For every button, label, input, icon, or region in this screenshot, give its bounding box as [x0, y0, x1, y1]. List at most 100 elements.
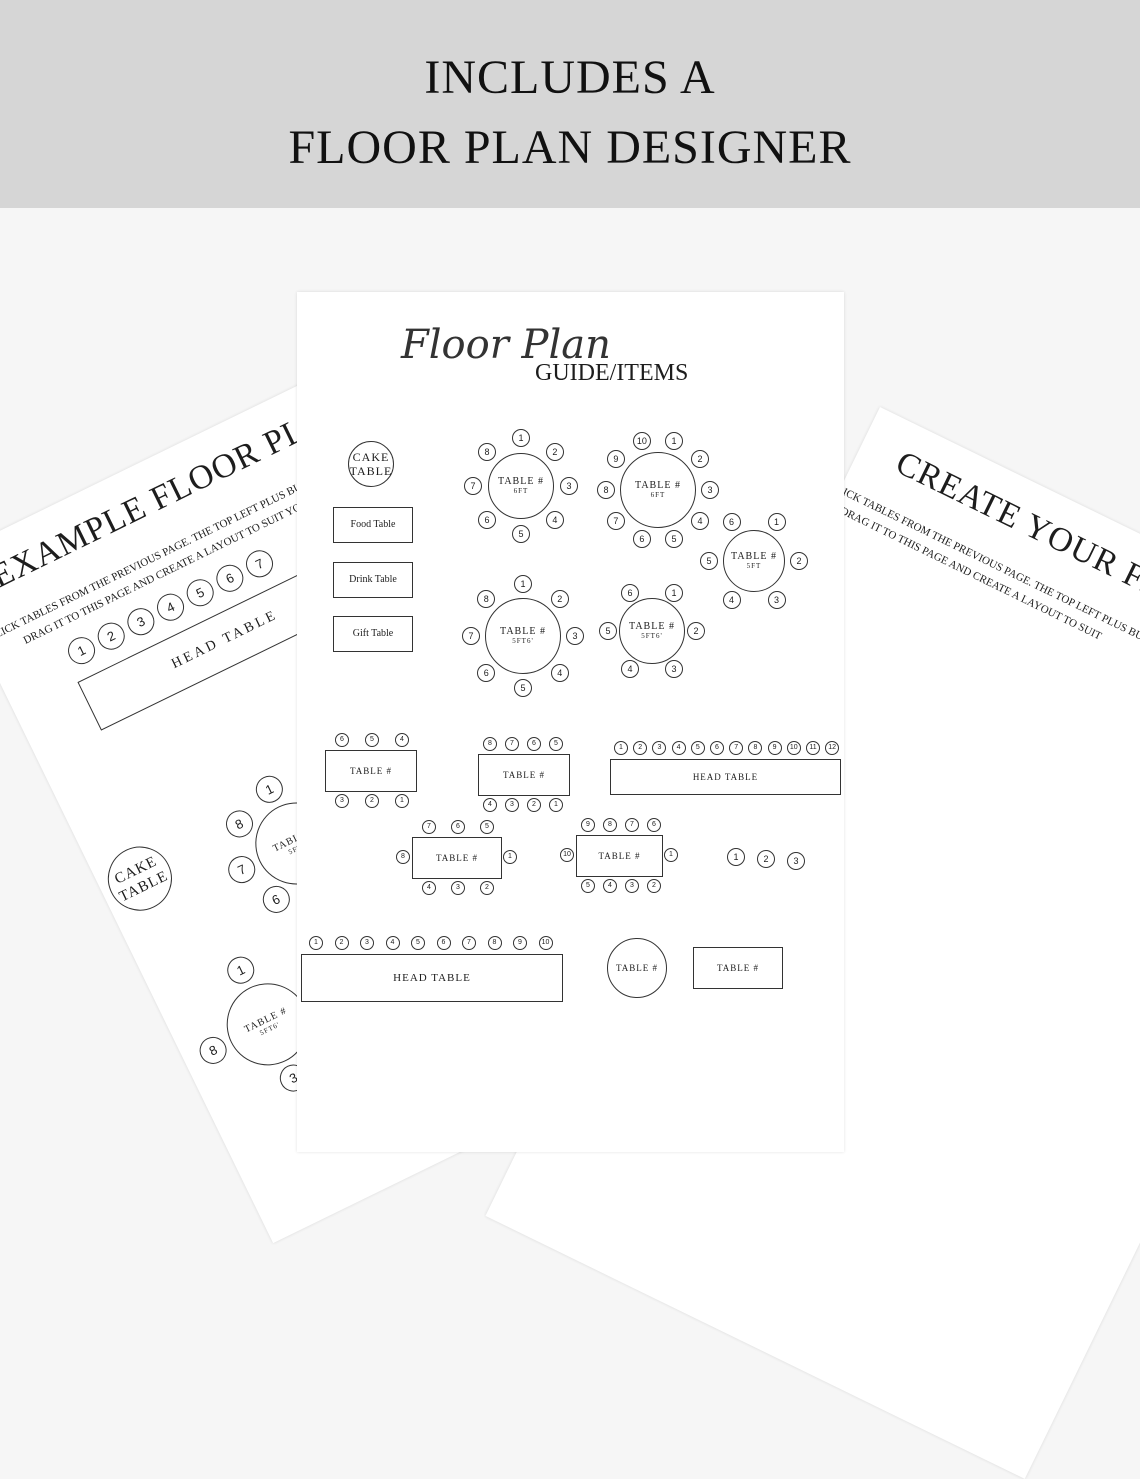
seat[interactable]: 1: [664, 848, 678, 862]
seat[interactable]: 3: [360, 936, 374, 950]
seat[interactable]: 8: [220, 805, 257, 842]
seat[interactable]: 5: [581, 879, 595, 893]
seat[interactable]: 1: [614, 741, 628, 755]
seat[interactable]: 2: [480, 881, 494, 895]
seat[interactable]: 2: [790, 552, 808, 570]
seat[interactable]: 1: [514, 575, 532, 593]
seat[interactable]: 6: [621, 583, 639, 602]
seat[interactable]: 4: [385, 936, 400, 950]
seat[interactable]: 4: [603, 879, 617, 893]
seat[interactable]: 8: [396, 850, 410, 864]
seat[interactable]: 3: [451, 881, 465, 895]
seat[interactable]: 7: [625, 818, 639, 832]
seat[interactable]: 4: [691, 511, 710, 530]
seat[interactable]: 3: [665, 660, 683, 679]
seat[interactable]: 10: [538, 936, 553, 950]
seat[interactable]: 4: [550, 663, 569, 682]
seat[interactable]: 7: [223, 851, 260, 888]
seat[interactable]: 9: [767, 741, 782, 755]
seat[interactable]: 2: [550, 590, 569, 609]
seat[interactable]: 6: [710, 741, 724, 755]
seat[interactable]: 5: [365, 733, 379, 747]
seat[interactable]: 5: [665, 530, 684, 549]
seat[interactable]: 9: [606, 450, 625, 469]
seat[interactable]: 2: [527, 798, 541, 812]
seat[interactable]: 4: [152, 589, 189, 626]
seat[interactable]: 1: [309, 936, 323, 950]
seat[interactable]: 2: [687, 622, 705, 640]
seat[interactable]: 3: [767, 590, 786, 609]
seat[interactable]: 3: [625, 879, 639, 893]
seat[interactable]: 9: [513, 936, 527, 950]
seat[interactable]: 4: [483, 798, 497, 812]
food-table[interactable]: Food Table: [333, 507, 413, 543]
seat[interactable]: 10: [632, 431, 651, 450]
seat[interactable]: 3: [566, 627, 584, 645]
seat[interactable]: 2: [93, 618, 130, 655]
seat[interactable]: 7: [241, 545, 278, 582]
seat[interactable]: 1: [549, 798, 563, 812]
drink-table[interactable]: Drink Table: [333, 562, 413, 598]
seat[interactable]: 5: [411, 936, 425, 950]
seat[interactable]: 5: [480, 820, 494, 834]
seat[interactable]: 6: [258, 881, 295, 919]
solo-round-table[interactable]: TABLE #: [607, 938, 667, 998]
seat[interactable]: 7: [422, 820, 436, 834]
seat[interactable]: 6: [647, 818, 661, 832]
seat[interactable]: 1: [503, 850, 517, 864]
seat[interactable]: 8: [478, 443, 497, 462]
seat[interactable]: 1: [63, 632, 100, 669]
seat[interactable]: 1: [222, 952, 259, 989]
seat[interactable]: 6: [211, 560, 248, 597]
seat[interactable]: 1: [395, 794, 409, 808]
seat[interactable]: 2: [334, 936, 349, 950]
seat[interactable]: 1: [512, 429, 530, 447]
seat[interactable]: 5: [599, 622, 617, 640]
seat[interactable]: 6: [632, 530, 651, 549]
seat[interactable]: 6: [527, 737, 541, 751]
seat[interactable]: 8: [597, 481, 615, 499]
seat[interactable]: 8: [483, 737, 497, 751]
seat[interactable]: 6: [477, 663, 496, 682]
seat[interactable]: 10: [786, 741, 801, 755]
seat[interactable]: 5: [700, 552, 718, 570]
seat[interactable]: 3: [505, 798, 519, 812]
seat[interactable]: 6: [722, 513, 741, 532]
seat[interactable]: 3: [701, 481, 719, 499]
seat[interactable]: 8: [477, 590, 496, 609]
seat[interactable]: 8: [748, 741, 763, 755]
seat[interactable]: 3: [122, 603, 159, 640]
seat[interactable]: 3: [335, 794, 349, 808]
seat[interactable]: 4: [395, 733, 409, 747]
seat[interactable]: 11: [806, 741, 820, 755]
seat[interactable]: 7: [464, 477, 482, 495]
seat[interactable]: 2: [633, 741, 648, 755]
seat[interactable]: 3: [560, 477, 578, 495]
seat[interactable]: 2: [365, 794, 379, 808]
seat[interactable]: 6: [478, 510, 497, 529]
seat[interactable]: 4: [621, 660, 639, 679]
cake-table[interactable]: CAKE TABLE: [97, 835, 183, 922]
seat[interactable]: 10: [560, 848, 574, 862]
seat[interactable]: 5: [512, 525, 530, 543]
seat[interactable]: 5: [514, 679, 532, 697]
seat[interactable]: 3: [787, 852, 805, 870]
cake-table[interactable]: CAKE TABLE: [348, 441, 394, 487]
seat[interactable]: 7: [462, 936, 476, 950]
seat[interactable]: 8: [487, 936, 502, 950]
seat[interactable]: 6: [451, 820, 465, 834]
seat[interactable]: 4: [422, 881, 436, 895]
seat[interactable]: 7: [462, 627, 480, 645]
seat[interactable]: 8: [603, 818, 617, 832]
seat[interactable]: 5: [549, 737, 563, 751]
seat[interactable]: 5: [690, 741, 705, 755]
seat[interactable]: 4: [671, 741, 686, 755]
seat[interactable]: 8: [195, 1032, 232, 1069]
seat[interactable]: 5: [182, 574, 219, 611]
seat[interactable]: 2: [691, 450, 710, 469]
seat[interactable]: 2: [545, 443, 564, 462]
seat[interactable]: 7: [729, 741, 744, 755]
seat[interactable]: 6: [436, 936, 451, 950]
seat[interactable]: 1: [727, 848, 745, 866]
seat[interactable]: 1: [251, 771, 288, 808]
